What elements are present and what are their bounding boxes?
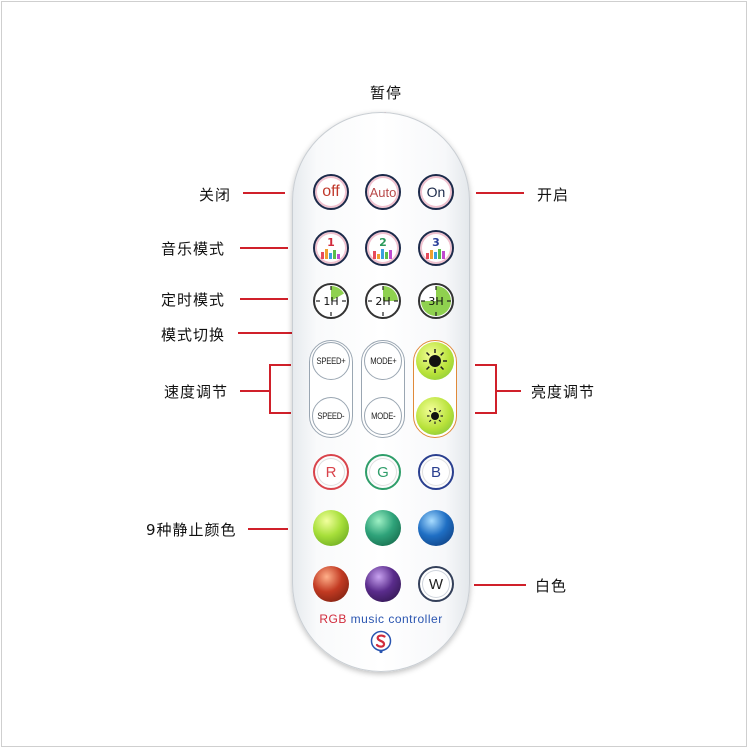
timer-2h-button[interactable]: 2H (365, 283, 401, 319)
blue-button-label: B (430, 463, 441, 481)
clock-icon (421, 286, 451, 316)
equalizer-icon (426, 249, 445, 259)
leader-line-music (240, 247, 288, 249)
leader-line-bright-bottom (475, 412, 497, 414)
equalizer-icon (321, 249, 340, 259)
mode-down-button[interactable]: MODE- (364, 397, 402, 435)
green-button-label: G (377, 463, 389, 481)
music-mode-2-button[interactable]: 2 (365, 230, 401, 266)
clock-icon (316, 286, 346, 316)
speed-down-label: SPEED- (317, 411, 345, 421)
leader-line-bright-stem (495, 390, 521, 392)
brand-text: RGB music controller (292, 612, 470, 626)
brightness-up-button[interactable] (416, 342, 454, 380)
speed-down-button[interactable]: SPEED- (312, 397, 350, 435)
music-mode-3-button[interactable]: 3 (418, 230, 454, 266)
timer-2h-label: 2H (375, 294, 391, 308)
color-lime-button[interactable] (313, 510, 349, 546)
music-mode-3-number: 3 (432, 236, 440, 249)
blue-button[interactable]: B (418, 454, 454, 490)
label-timer-mode: 定时模式 (161, 291, 226, 309)
red-button[interactable]: R (313, 454, 349, 490)
color-teal-button[interactable] (365, 510, 401, 546)
off-button[interactable]: off (313, 174, 349, 210)
brightness-down-button[interactable] (416, 397, 454, 435)
timer-3h-button[interactable]: 3H (418, 283, 454, 319)
mode-up-label: MODE+ (369, 356, 397, 366)
auto-button[interactable]: Auto (365, 174, 401, 210)
auto-button-label: Auto (369, 184, 397, 200)
music-mode-1-button[interactable]: 1 (313, 230, 349, 266)
equalizer-icon (373, 249, 392, 259)
music-mode-1-number: 1 (327, 236, 335, 249)
leader-line-speed-bracket (269, 364, 271, 414)
color-blue-button[interactable] (418, 510, 454, 546)
green-button[interactable]: G (365, 454, 401, 490)
label-brightness-adjust: 亮度调节 (531, 383, 596, 401)
on-button-label: On (426, 184, 446, 200)
clock-icon (368, 286, 398, 316)
leader-line-timer (240, 298, 288, 300)
music-mode-2-number: 2 (379, 236, 387, 249)
brand-prefix: RGB (319, 612, 347, 626)
color-red-orange-button[interactable] (313, 566, 349, 602)
leader-line-speed-stem (240, 390, 270, 392)
leader-line-on (476, 192, 524, 194)
off-button-label: off (322, 183, 340, 200)
label-music-mode: 音乐模式 (161, 240, 226, 258)
timer-3h-label: 3H (428, 294, 444, 308)
label-pause: 暂停 (370, 84, 403, 102)
leader-line-speed-bottom (269, 412, 291, 414)
brand-suffix: music controller (346, 612, 443, 626)
leader-line-bright-top (475, 364, 497, 366)
timer-1h-label: 1H (323, 294, 339, 308)
color-purple-button[interactable] (365, 566, 401, 602)
timer-1h-button[interactable]: 1H (313, 283, 349, 319)
brand-logo-icon (370, 630, 392, 654)
red-button-label: R (325, 463, 337, 481)
label-off: 关闭 (199, 186, 232, 204)
mode-up-button[interactable]: MODE+ (364, 342, 402, 380)
label-on: 开启 (537, 186, 570, 204)
leader-line-white (474, 584, 526, 586)
leader-line-off (243, 192, 285, 194)
white-button-label: W (428, 575, 444, 593)
leader-line-speed-top (269, 364, 291, 366)
label-nine-colors: 9种静止颜色 (146, 521, 237, 539)
speed-up-button[interactable]: SPEED+ (312, 342, 350, 380)
label-speed-adjust: 速度调节 (164, 383, 229, 401)
label-mode-switch: 模式切换 (161, 326, 226, 344)
white-button[interactable]: W (418, 566, 454, 602)
mode-down-label: MODE- (370, 411, 396, 421)
leader-line-colors (248, 528, 288, 530)
sun-bright-icon (423, 349, 447, 373)
leader-line-bright-bracket (495, 364, 497, 414)
speed-up-label: SPEED+ (316, 356, 346, 366)
on-button[interactable]: On (418, 174, 454, 210)
sun-dim-icon (427, 408, 443, 424)
label-white: 白色 (535, 577, 568, 595)
